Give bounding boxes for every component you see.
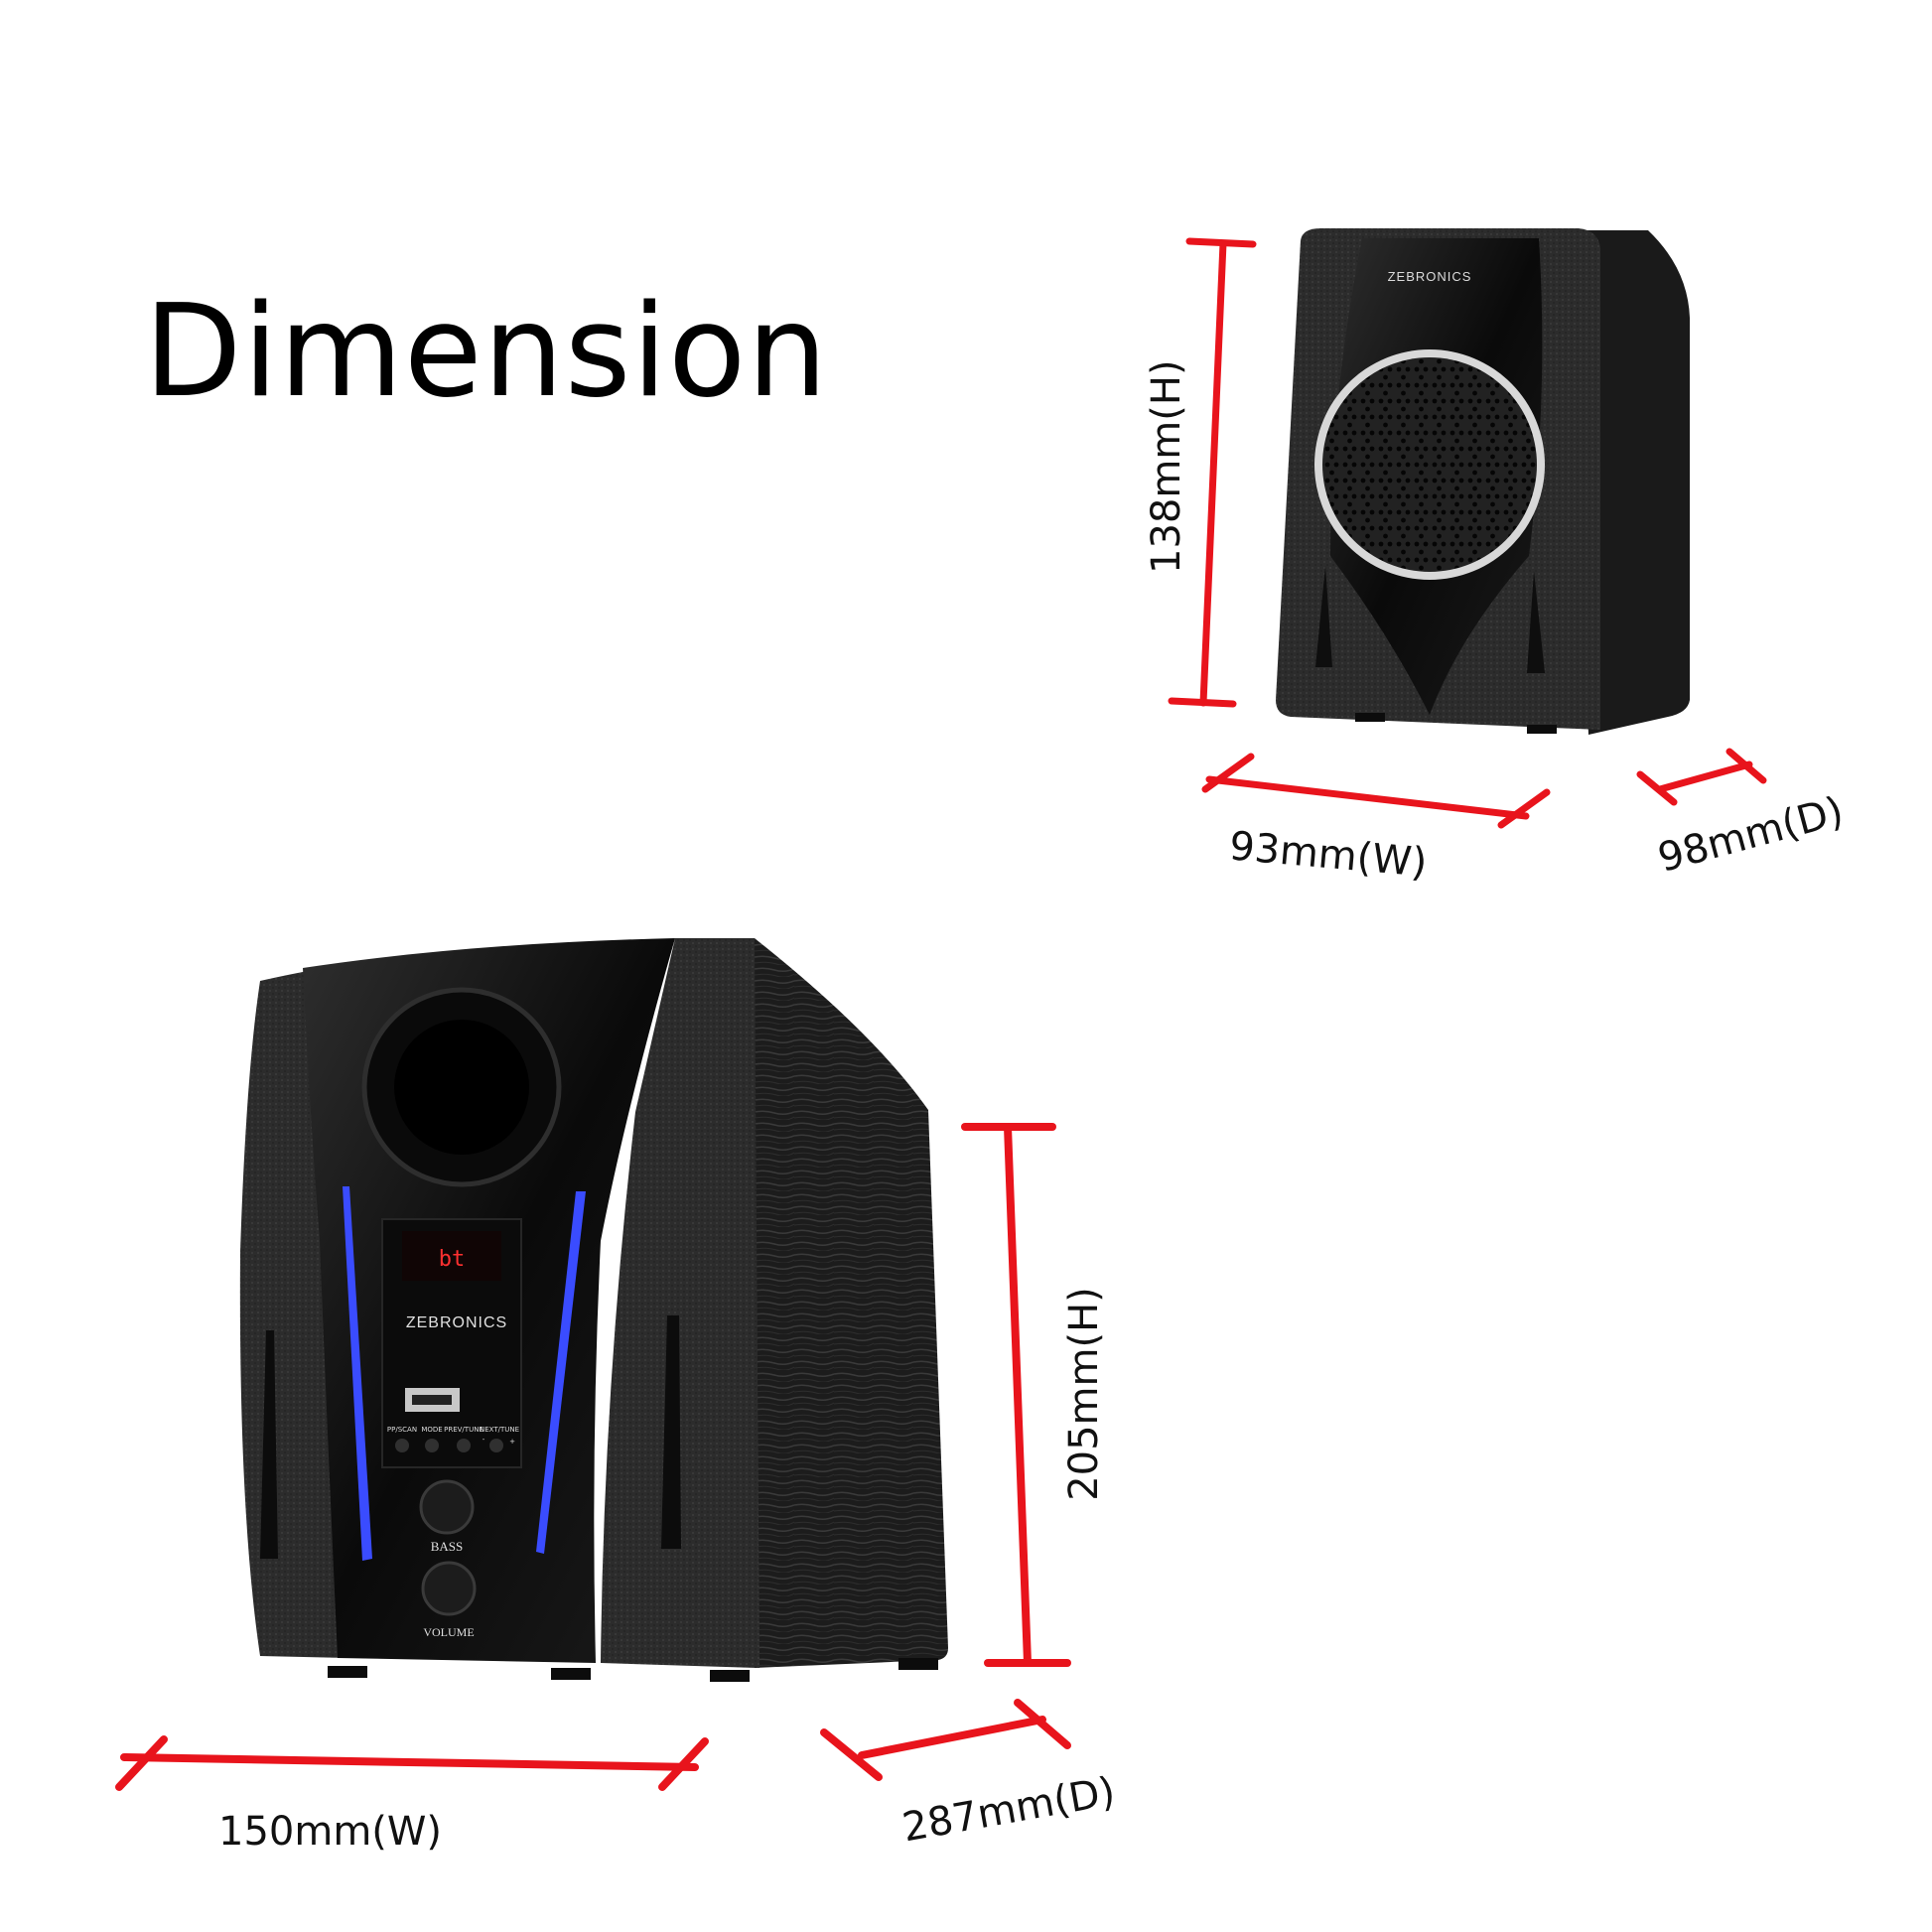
subwoofer-width-marker bbox=[115, 1735, 709, 1791]
button-label-mode: MODE bbox=[421, 1426, 442, 1434]
subwoofer-wood-side bbox=[735, 938, 948, 1668]
prev-tune-button[interactable] bbox=[457, 1439, 471, 1452]
button-label-next-tune: NEXT/TUNE bbox=[480, 1426, 519, 1434]
subwoofer-right-slot bbox=[661, 1315, 681, 1549]
satellite-depth-marker bbox=[1636, 748, 1767, 806]
bass-label: BASS bbox=[431, 1539, 464, 1554]
satellite-height-marker bbox=[1168, 237, 1257, 708]
button-label-minus: - bbox=[483, 1436, 485, 1444]
satellite-height-label: 138mm(H) bbox=[1144, 359, 1189, 574]
subwoofer-display-text: bt bbox=[439, 1247, 466, 1272]
subwoofer-foot-1 bbox=[328, 1666, 367, 1678]
subwoofer-foot-4 bbox=[898, 1658, 938, 1670]
satellite-left-slot bbox=[1315, 566, 1332, 667]
volume-label: VOLUME bbox=[423, 1625, 474, 1639]
subwoofer-height-marker bbox=[961, 1123, 1071, 1667]
satellite-width-marker bbox=[1201, 753, 1551, 829]
subwoofer-left-led-bar bbox=[343, 1186, 372, 1561]
satellite-right-slot bbox=[1527, 571, 1545, 673]
satellite-foot-left bbox=[1355, 713, 1385, 722]
subwoofer: bt ZEBRONICS PP/SCAN MODE PREV/TUNE NEXT… bbox=[239, 938, 948, 1682]
button-label-prev-tune: PREV/TUNE bbox=[444, 1426, 483, 1434]
usb-port-slot bbox=[412, 1395, 452, 1405]
subwoofer-port-hole bbox=[394, 1020, 529, 1155]
mode-button[interactable] bbox=[425, 1439, 439, 1452]
subwoofer-left-slot bbox=[260, 1330, 278, 1559]
bass-knob[interactable] bbox=[419, 1479, 475, 1535]
button-label-pp-scan: PP/SCAN bbox=[387, 1426, 417, 1434]
satellite-driver-grill bbox=[1322, 357, 1537, 572]
volume-knob[interactable] bbox=[421, 1561, 477, 1616]
subwoofer-brand-logo: ZEBRONICS bbox=[406, 1314, 507, 1331]
subwoofer-led-display bbox=[402, 1231, 501, 1281]
satellite-brand-logo: ZEBRONICS bbox=[1388, 269, 1472, 284]
subwoofer-width-label: 150mm(W) bbox=[218, 1809, 443, 1855]
subwoofer-foot-2 bbox=[551, 1668, 591, 1680]
subwoofer-right-led-bar bbox=[536, 1191, 586, 1554]
page-title: Dimension bbox=[144, 278, 829, 426]
button-label-plus: + bbox=[509, 1438, 515, 1446]
satellite-speaker: ZEBRONICS bbox=[1276, 228, 1690, 735]
next-tune-button[interactable] bbox=[489, 1439, 503, 1452]
pp-scan-button[interactable] bbox=[395, 1439, 409, 1452]
subwoofer-height-label: 205mm(H) bbox=[1061, 1287, 1107, 1501]
satellite-foot-right bbox=[1527, 725, 1557, 734]
subwoofer-front-right-panel bbox=[601, 938, 759, 1668]
subwoofer-foot-3 bbox=[710, 1670, 750, 1682]
subwoofer-depth-marker bbox=[820, 1699, 1071, 1781]
